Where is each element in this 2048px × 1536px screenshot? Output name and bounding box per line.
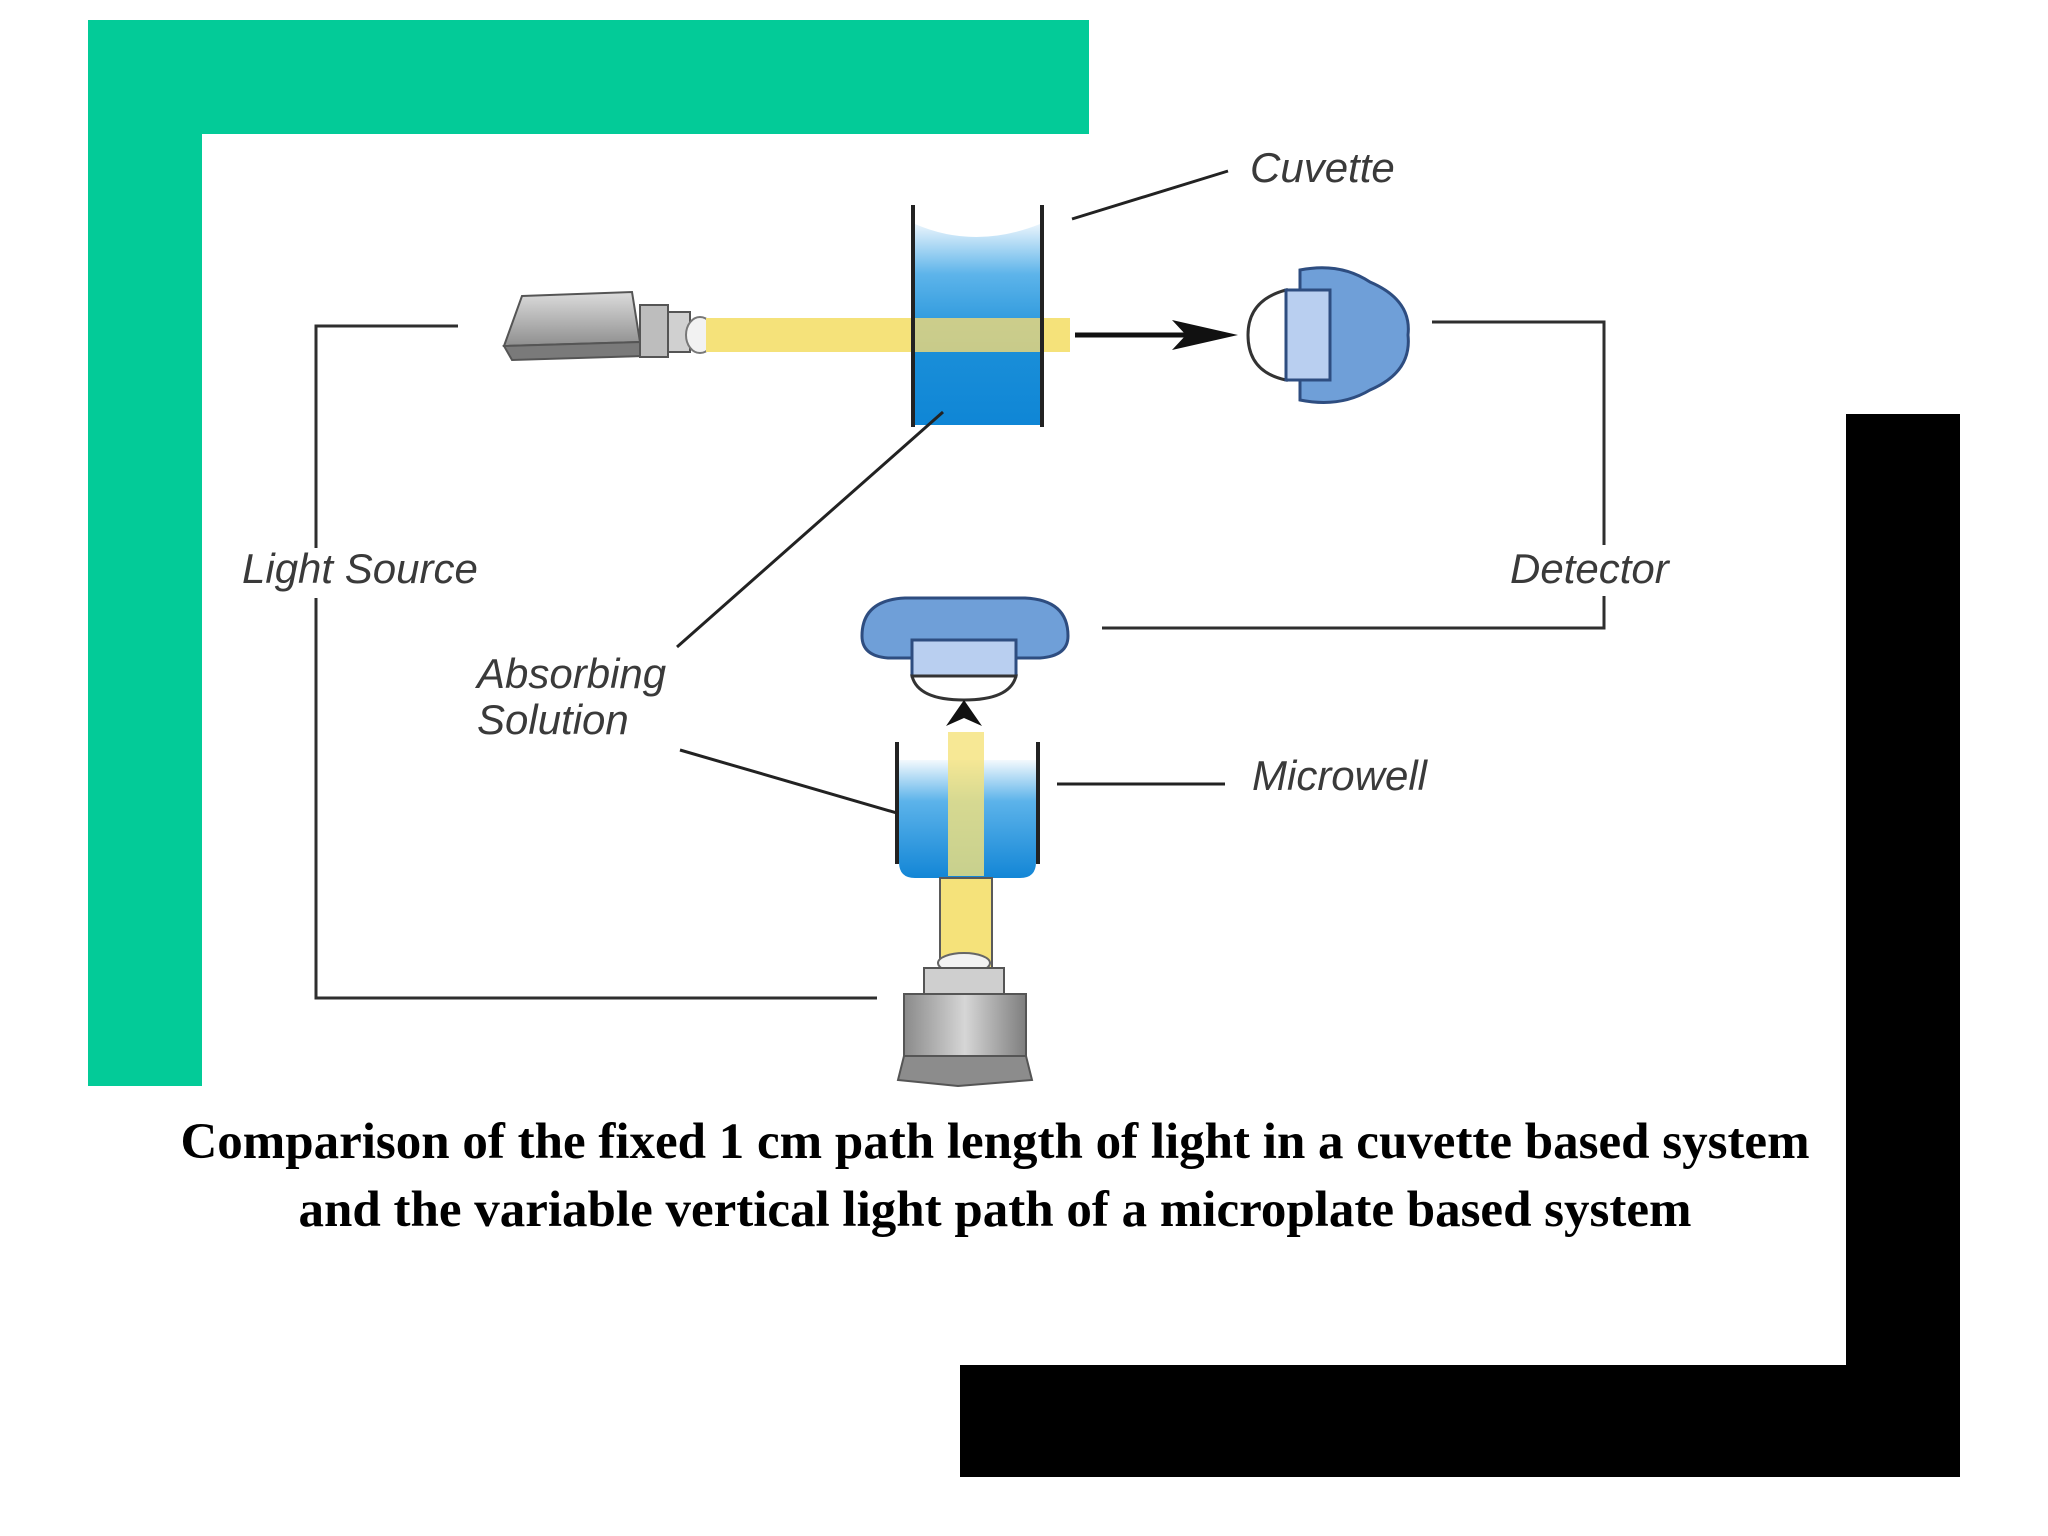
detector-label: Detector bbox=[1510, 545, 1671, 592]
frame-black-bottom bbox=[960, 1365, 1960, 1477]
cuvette bbox=[911, 205, 1044, 427]
absorbing-solution-label-line1: Absorbing bbox=[474, 650, 666, 697]
microwell-label: Microwell bbox=[1252, 752, 1429, 799]
light-source-wire bbox=[314, 324, 458, 548]
frame-black-right bbox=[1846, 414, 1960, 1477]
leader-lines bbox=[676, 169, 1229, 820]
light-source-top bbox=[502, 290, 715, 362]
microwell bbox=[895, 732, 1040, 878]
detector-bottom bbox=[860, 596, 1070, 702]
light-source-bottom bbox=[896, 952, 1034, 1088]
cuvette-leader bbox=[1071, 169, 1229, 221]
cuvette-label: Cuvette bbox=[1250, 144, 1395, 191]
figure-caption: Comparison of the fixed 1 cm path length… bbox=[180, 1114, 1810, 1238]
absorbing-solution-label-line2: Solution bbox=[477, 696, 629, 743]
light-source-label: Light Source bbox=[242, 545, 478, 592]
vertical-arrow bbox=[946, 700, 982, 726]
light-source-wire-lower bbox=[314, 598, 877, 1000]
detector-wire-lower bbox=[1102, 596, 1606, 630]
detector-wire bbox=[1432, 320, 1606, 545]
connection-wires bbox=[314, 320, 1606, 1000]
absorbing-leader-top bbox=[676, 410, 944, 649]
frame-green-top bbox=[88, 20, 1089, 134]
horizontal-arrow bbox=[1075, 320, 1238, 350]
detector-top bbox=[1246, 266, 1410, 404]
absorbing-leader-bottom bbox=[679, 748, 915, 820]
frame-green-left bbox=[88, 20, 202, 1086]
